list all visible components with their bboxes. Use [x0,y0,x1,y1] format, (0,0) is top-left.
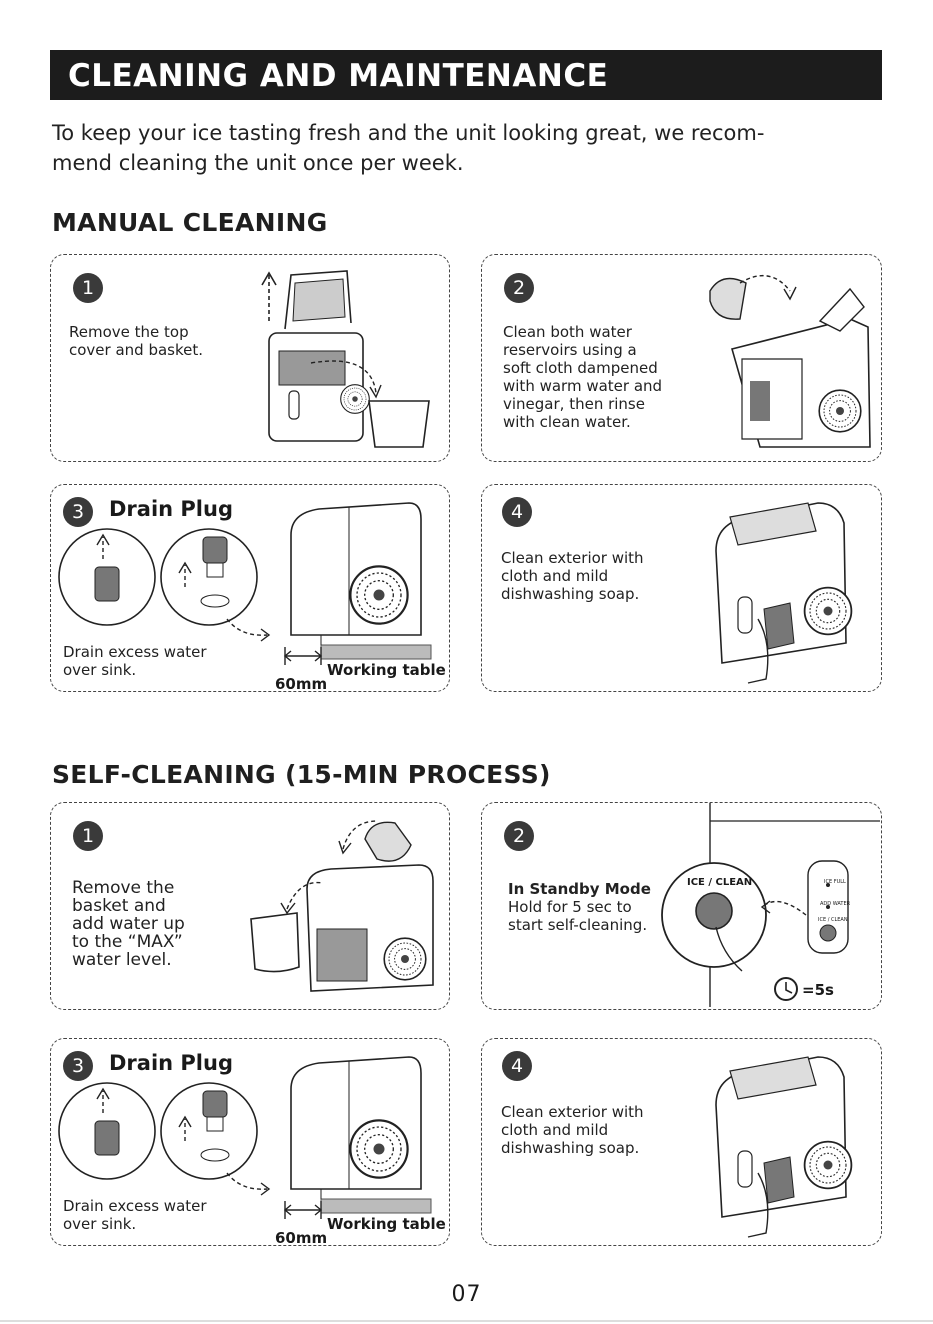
self-step-2-card: 2 In Standby Mode Hold for 5 sec to star… [481,802,882,1010]
distance-label: 60mm [275,1229,328,1247]
distance-marker [279,1197,339,1221]
dashed-arrow-icon [221,615,281,645]
step-text: Clean both water reservoirs using a soft… [503,323,663,431]
step-text: Hold for 5 sec to start self-cleaning. [508,898,648,934]
drain-plug-icon [58,1082,156,1180]
arrow-up-icon [262,273,276,321]
drain-plug-icon [58,528,156,626]
step-number-badge: 2 [504,273,534,303]
self-cleaning-heading: SELF-CLEANING (15-MIN PROCESS) [52,760,551,789]
ice-maker-side-illustration [279,1049,439,1221]
pitcher-icon [365,822,411,861]
intro-paragraph: To keep your ice tasting fresh and the u… [52,121,765,175]
step-text: Drain excess water over sink. [63,1197,207,1233]
drain-plug-icon [160,1082,258,1180]
self-step-3-card: 3 Drain Plug Drain excess water over sin… [50,1038,450,1247]
ice-maker-exterior-wipe-illustration [708,1047,853,1243]
section-header-banner: CLEANING AND MAINTENANCE [50,50,882,100]
drain-plug-illustration [58,1082,258,1180]
step-number-badge: 4 [502,1051,532,1081]
distance-label: 60mm [275,675,328,693]
hand-icon [716,927,742,971]
standby-mode-label: In Standby Mode [508,880,651,898]
drain-plug-illustration [58,528,258,626]
control-panel-illustration [658,803,880,1007]
step-number-badge: 1 [73,273,103,303]
hand-icon [748,1173,768,1237]
hand-icon [748,619,768,683]
distance-marker [279,643,339,667]
drain-plug-icon [160,528,258,626]
drain-plug-title: Drain Plug [109,1051,233,1075]
step-text: Remove the top cover and basket. [69,323,204,359]
dashed-arrow-icon [221,1169,281,1199]
step-text: Drain excess water over sink. [63,643,207,679]
step-text: Clean exterior with cloth and mild dishw… [501,1103,644,1157]
manual-step-1-card: 1 Remove the top cover and basket. [50,254,450,462]
panel-label-ice-full: ICE FULL [824,879,846,885]
step-number-badge: 2 [504,821,534,851]
panel-label-add-water: ADD WATER [820,901,851,907]
panel-label-ice-clean: ICE / CLEAN [818,917,848,923]
page-title: CLEANING AND MAINTENANCE [68,58,609,94]
page-number: 07 [451,1282,482,1307]
step-number-badge: 4 [502,497,532,527]
ice-maker-cleaning-reservoir-illustration [700,261,880,457]
manual-step-3-card: 3 Drain Plug Drain excess water over sin… [50,484,450,693]
working-table-label: Working table [327,1215,446,1233]
ice-maker-exterior-wipe-illustration [708,493,853,689]
self-step-1-card: 1 Remove the basket and add water up to … [50,802,450,1010]
ice-maker-open-lid-illustration [251,263,451,459]
timer-label: =5s [802,981,834,999]
drain-plug-title: Drain Plug [109,497,233,521]
bottom-divider [0,1320,933,1322]
self-step-4-card: 4 Clean exterior with cloth and mild dis… [481,1038,882,1246]
ice-maker-fill-water-illustration [247,809,447,1007]
step-number-badge: 3 [63,497,93,527]
manual-step-4-card: 4 Clean exterior with cloth and mild dis… [481,484,882,692]
step-text: Clean exterior with cloth and mild dishw… [501,549,644,603]
clock-icon [775,978,797,1000]
manual-cleaning-heading: MANUAL CLEANING [52,208,328,237]
step-text: Remove the basket and add water up to th… [72,878,185,970]
step-number-badge: 1 [73,821,103,851]
ice-clean-button-label: ICE / CLEAN [687,877,753,888]
step-number-badge: 3 [63,1051,93,1081]
manual-step-2-card: 2 Clean both water reservoirs using a so… [481,254,882,462]
ice-maker-side-illustration [279,495,439,667]
working-table-label: Working table [327,661,446,679]
